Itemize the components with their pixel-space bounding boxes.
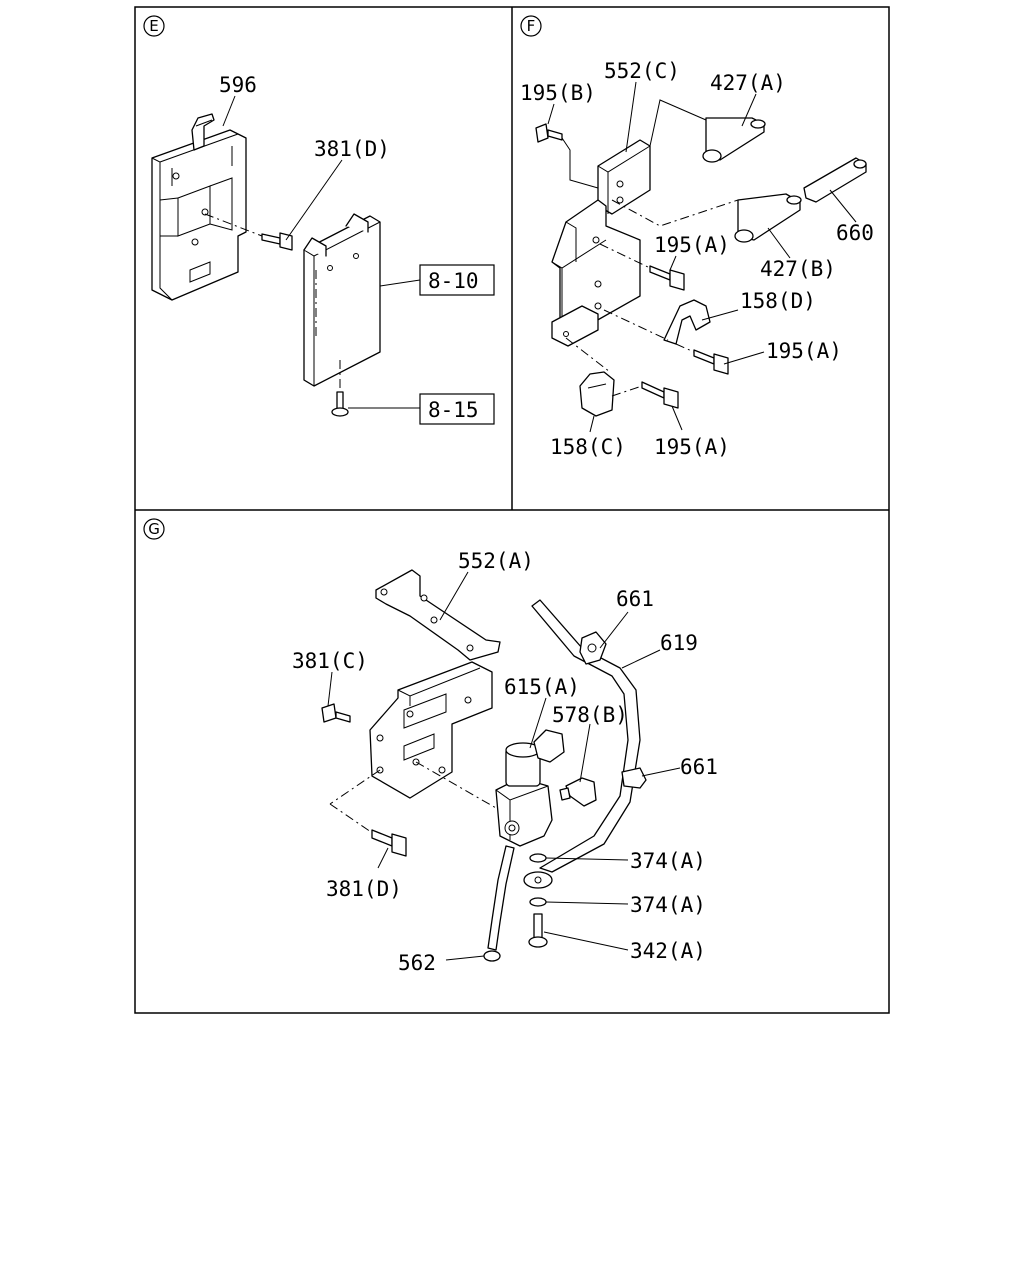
section-marker-g: G: [143, 518, 165, 540]
label-158c: 158(C): [550, 435, 626, 459]
section-e-drawing: [151, 95, 495, 425]
section-marker-f: F: [520, 15, 542, 37]
label-660: 660: [836, 221, 874, 245]
reference-box-8-15[interactable]: [419, 393, 495, 425]
label-381c: 381(C): [292, 649, 368, 673]
label-374a-upper: 374(A): [630, 849, 706, 873]
section-g-drawing: [321, 569, 681, 962]
label-374a-lower: 374(A): [630, 893, 706, 917]
label-381d-e: 381(D): [314, 137, 390, 161]
label-661-upper: 661: [616, 587, 654, 611]
label-195b: 195(B): [520, 81, 596, 105]
label-381d-g: 381(D): [326, 877, 402, 901]
label-427a: 427(A): [710, 71, 786, 95]
label-195a-lower: 195(A): [654, 435, 730, 459]
label-596: 596: [219, 73, 257, 97]
label-195a-mid: 195(A): [766, 339, 842, 363]
section-marker-e: E: [143, 15, 165, 37]
svg-text:F: F: [527, 17, 536, 35]
reference-box-8-10[interactable]: [419, 264, 495, 296]
label-158d: 158(D): [740, 289, 816, 313]
label-562: 562: [398, 951, 436, 975]
label-552a: 552(A): [458, 549, 534, 573]
label-552c: 552(C): [604, 59, 680, 83]
label-195a-upper: 195(A): [654, 233, 730, 257]
svg-text:E: E: [149, 17, 158, 35]
label-342a: 342(A): [630, 939, 706, 963]
diagram-frames: [134, 6, 890, 1014]
label-619: 619: [660, 631, 698, 655]
section-f-drawing: [535, 81, 867, 433]
label-578b: 578(B): [552, 703, 628, 727]
reference-8-15[interactable]: 8-15: [428, 398, 479, 422]
label-661-lower: 661: [680, 755, 718, 779]
label-427b: 427(B): [760, 257, 836, 281]
reference-8-10[interactable]: 8-10: [428, 269, 479, 293]
label-615a: 615(A): [504, 675, 580, 699]
svg-text:G: G: [148, 520, 160, 538]
